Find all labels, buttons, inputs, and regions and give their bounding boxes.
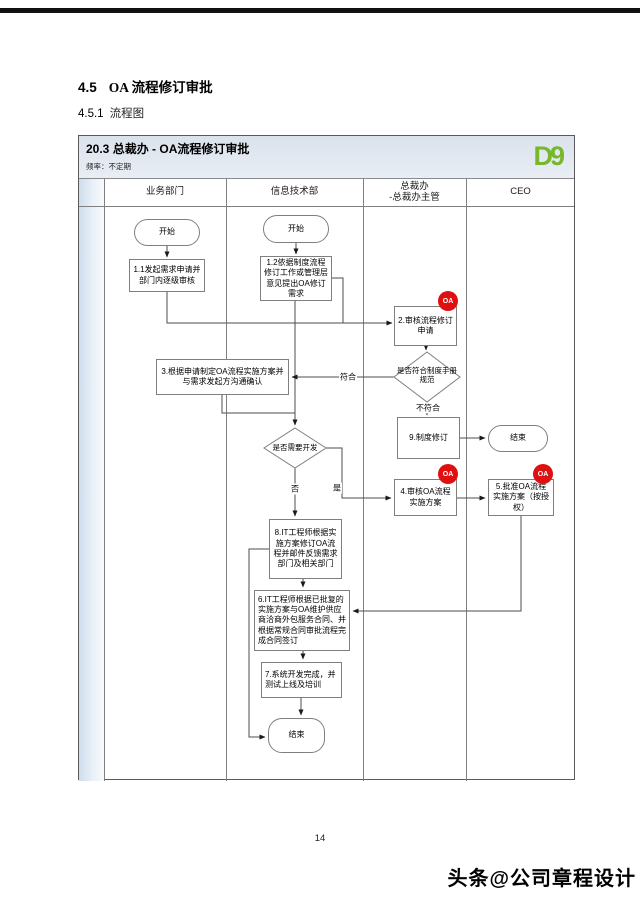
lane-divider [104, 179, 105, 781]
start-terminator-business: 开始 [134, 219, 200, 246]
step-6-box: 6.IT工程师根据已批复的实施方案与OA维护供应商洽商外包服务合同、并根据常规合… [254, 590, 350, 651]
step-4-box: 4.审核OA流程实施方案 [394, 479, 457, 516]
oa-badge: OA [438, 464, 458, 484]
frequency-label: 频率：不定期 [86, 162, 131, 171]
oa-badge: OA [533, 464, 553, 484]
lane-header-it: 信息技术部 [226, 179, 363, 206]
lane-label: 总裁办 [400, 180, 429, 192]
lane-header-president-office: 总裁办-总裁办主管 [363, 179, 466, 206]
lane-header-ceo: CEO [466, 179, 575, 206]
lane-header-business: 业务部门 [104, 179, 226, 206]
lane-divider [466, 179, 467, 781]
decision-development-label: 是否需要开发 [272, 443, 318, 452]
step-5-box: 5.批准OA流程实施方案（按授权） [488, 479, 554, 516]
lane-header-divider [79, 206, 574, 207]
subsection-title: 流程图 [109, 108, 145, 120]
lane-label: 信息技术部 [270, 186, 319, 198]
flowchart-title: 20.3 总裁办 - OA流程修订审批 [86, 142, 250, 156]
decision-shape [263, 427, 327, 469]
lane-strip [79, 179, 104, 781]
edge-label-yes: 是 [332, 482, 342, 494]
step-8-box: 8.IT工程师根据实施方案修订OA流程并邮件反馈需求部门及相关部门 [269, 519, 342, 579]
top-divider [0, 8, 640, 13]
subsection-heading: 4.5.1 流程图 [78, 105, 144, 121]
lane-label: CEO [510, 186, 531, 198]
step-3-box: 3.根据申请制定OA流程实施方案并与需求发起方沟通确认 [156, 359, 289, 395]
step-1-2-box: 1.2依据制度流程修订工作或管理层意见提出OA修订需求 [260, 256, 332, 301]
subsection-number: 4.5.1 [78, 108, 104, 120]
lane-divider [363, 179, 364, 781]
end-terminator-ceo: 结束 [488, 425, 548, 452]
section-title: OA 流程修订审批 [108, 80, 213, 95]
page-number: 14 [314, 833, 326, 844]
section-heading: 4.5 OA 流程修订审批 [78, 76, 213, 96]
edge-label-not-comply: 不符合 [415, 402, 441, 414]
lane-sublabel: -总裁办主管 [389, 191, 440, 203]
edge-label-no: 否 [290, 483, 300, 495]
d9-logo: D9 [533, 141, 564, 171]
lane-label: 业务部门 [145, 186, 184, 198]
decision-compliance-label: 是否符合制度手册规范 [397, 366, 457, 384]
oa-badge: OA [438, 291, 458, 311]
decision-shape [393, 351, 461, 403]
watermark: 头条@公司章程设计 [447, 868, 636, 890]
edge-label-comply: 符合 [339, 371, 357, 383]
step-1-1-box: 1.1发起需求申请并部门内逐级审核 [129, 259, 205, 292]
step-7-box: 7.系统开发完成，并测试上线及培训 [261, 662, 342, 698]
end-terminator-it: 结束 [268, 718, 325, 753]
section-number: 4.5 [78, 80, 97, 95]
flowchart-header: 20.3 总裁办 - OA流程修订审批 频率：不定期 D9 [79, 136, 574, 179]
start-terminator-it: 开始 [263, 215, 329, 243]
step-2-box: 2.审核流程修订申请 [394, 306, 457, 346]
lane-divider [226, 179, 227, 781]
flowchart: 20.3 总裁办 - OA流程修订审批 频率：不定期 D9 业务部门 信息技术部… [78, 135, 575, 781]
step-9-box: 9.制度修订 [397, 417, 460, 459]
